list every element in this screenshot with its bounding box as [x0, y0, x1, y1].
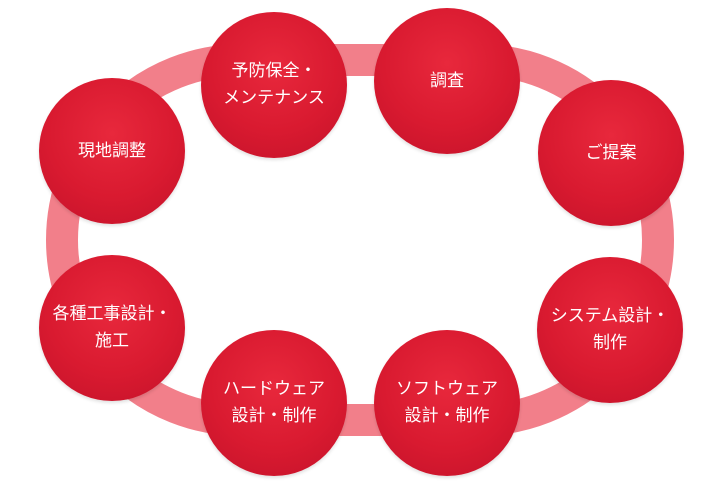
node-label-line: ハードウェア	[223, 379, 325, 399]
node-construction: 各種工事設計・ 施工	[39, 255, 185, 401]
node-proposal: ご提案	[538, 80, 684, 226]
node-label-line: メンテナンス	[223, 88, 325, 108]
node-preventive-maintenance: 予防保全・ メンテナンス	[201, 12, 347, 158]
node-system-design: システム設計・ 制作	[537, 257, 683, 403]
node-label-line: ご提案	[585, 142, 637, 163]
node-label-line: 施工	[95, 331, 129, 351]
node-hardware-design: ハードウェア 設計・制作	[201, 330, 347, 476]
node-label-line: 予防保全・	[231, 61, 317, 81]
node-label-line: 制作	[593, 333, 627, 353]
node-label-line: 設計・制作	[404, 406, 490, 426]
node-label-line: 調査	[430, 70, 464, 91]
node-label-line: 設計・制作	[231, 406, 317, 426]
node-survey: 調査	[374, 8, 520, 154]
node-label-line: システム設計・	[550, 306, 670, 326]
node-label-line: 各種工事設計・	[52, 304, 172, 324]
node-label-line: ソフトウェア	[396, 379, 498, 399]
node-label-line: 現地調整	[78, 140, 146, 161]
ring-track	[46, 44, 674, 436]
node-onsite-adjustment: 現地調整	[39, 78, 185, 224]
node-software-design: ソフトウェア 設計・制作	[374, 330, 520, 476]
